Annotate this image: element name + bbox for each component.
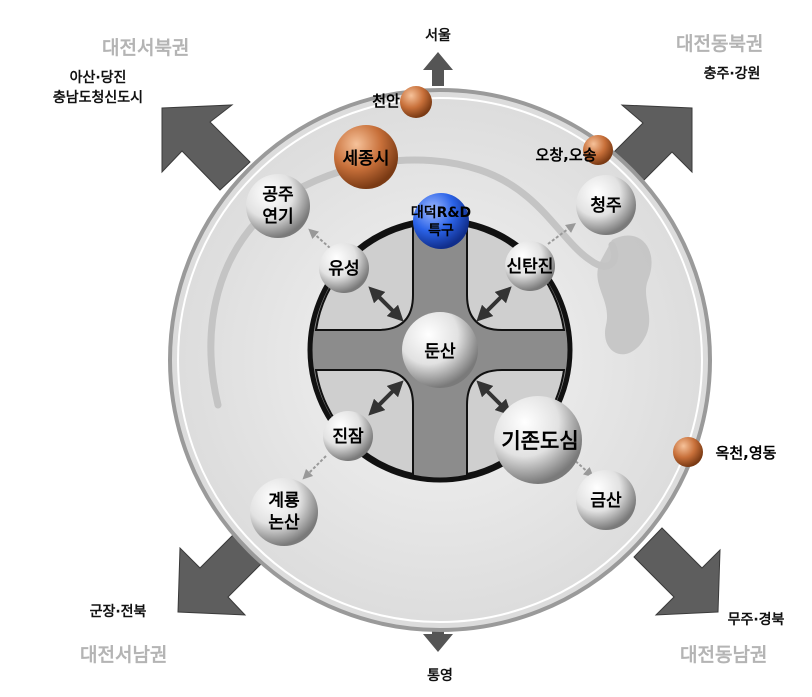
lake-shape	[597, 235, 652, 355]
gongju-label-1: 공주	[262, 185, 294, 205]
northwest-arrow	[161, 104, 251, 191]
destination-north-label: 서울	[425, 27, 451, 44]
region-southwest-label: 대전서남권	[80, 644, 167, 666]
daedeok-node	[413, 193, 469, 249]
inner-arrows	[368, 286, 512, 416]
yuseong-label: 유성	[328, 259, 359, 279]
daedeok-label-1: 대덕R&D	[411, 204, 471, 221]
osong-node	[583, 135, 613, 165]
yuseong-node	[319, 243, 369, 293]
cheongju-label: 청주	[590, 195, 622, 216]
south-arrow	[423, 618, 453, 652]
outer-ring-inner-edge	[177, 97, 703, 623]
gyeryong-label-1: 계룡	[268, 491, 300, 511]
gyeryong-label-2: 논산	[268, 513, 300, 533]
destination-northwest-label-1: 아산·당진	[70, 69, 127, 86]
southeast-arrow	[633, 527, 721, 616]
destination-southwest-label: 군장·전북	[90, 603, 147, 620]
jinjam-node	[323, 411, 373, 461]
okcheon-node	[673, 437, 703, 467]
dunsan-node	[402, 312, 478, 388]
osong-label: 오창,오송	[536, 146, 597, 164]
gongju-label-2: 연기	[262, 207, 293, 227]
jinjam-label: 진잠	[332, 427, 364, 447]
dunsan-label: 둔산	[424, 342, 456, 362]
region-northeast-label: 대전동북권	[676, 33, 763, 55]
sintanjin-label: 신탄진	[507, 257, 554, 277]
old-downtown-node	[494, 396, 582, 484]
destination-southeast-label: 무주·경북	[728, 611, 785, 628]
destination-northwest-label-2: 충남도청신도시	[53, 89, 143, 106]
sintanjin-node	[505, 241, 555, 291]
daedeok-label-2: 특구	[428, 223, 454, 239]
cheonan-label: 천안	[372, 92, 400, 110]
geumsan-node	[576, 470, 636, 530]
geumsan-label: 금산	[590, 491, 622, 511]
okcheon-label: 옥천,영동	[716, 444, 777, 462]
gongju-node	[246, 174, 310, 238]
sejong-label: 세종시	[343, 149, 390, 169]
north-arrow	[423, 52, 453, 86]
region-northwest-label: 대전서북권	[102, 37, 189, 59]
river-curve	[207, 156, 619, 409]
old-downtown-label: 기존도심	[501, 429, 578, 453]
sejong-node	[334, 125, 398, 189]
destination-south-label: 통영	[427, 667, 453, 684]
region-southeast-label: 대전동남권	[680, 644, 767, 666]
cheonan-node	[400, 86, 432, 118]
cheongju-node	[576, 175, 636, 235]
gyeryong-node	[250, 478, 318, 546]
destination-northeast-label: 충주·강원	[704, 65, 761, 82]
connector-arrows	[302, 223, 594, 480]
